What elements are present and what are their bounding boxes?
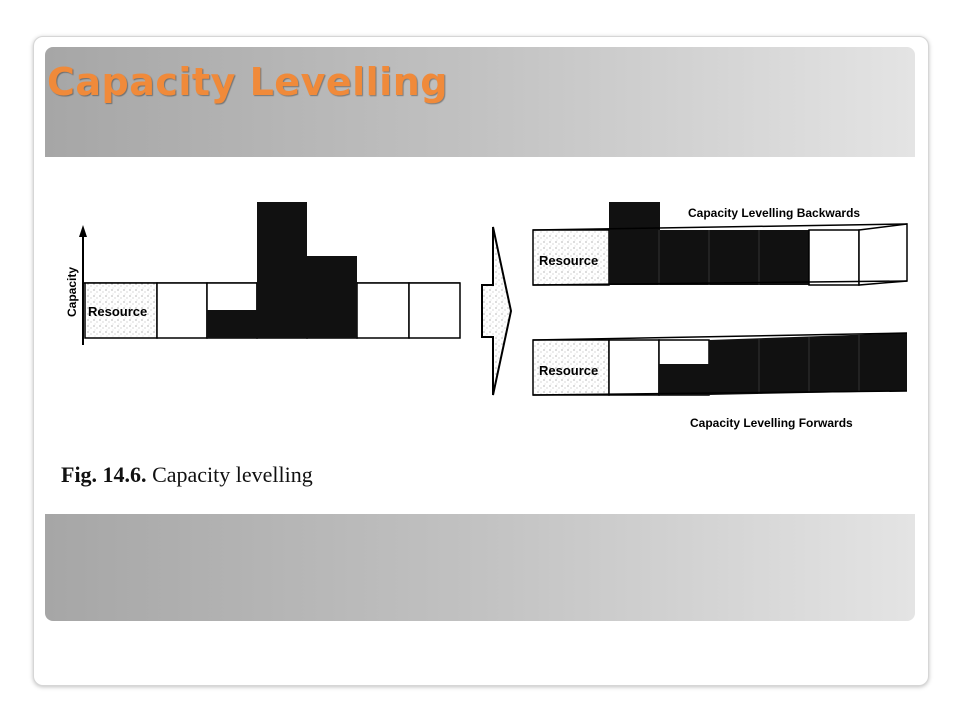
transition-arrow bbox=[481, 226, 513, 396]
period-cell-5 bbox=[356, 282, 410, 339]
period-cell-1 bbox=[156, 282, 208, 339]
period-cell-6 bbox=[408, 282, 461, 339]
capacity-levelling-diagram: Capacity Resource Capacity Levelling Bac… bbox=[65, 202, 908, 430]
backwards-label: Capacity Levelling Backwards bbox=[688, 206, 860, 220]
figure-image: Capacity Resource Capacity Levelling Bac… bbox=[45, 157, 915, 514]
load-bar-2 bbox=[257, 202, 307, 338]
row-top-line bbox=[532, 332, 908, 341]
slide-title: Capacity Levelling bbox=[47, 60, 448, 104]
caption-number: Fig. 14.6. bbox=[61, 462, 147, 487]
load-bar-1 bbox=[207, 310, 257, 338]
caption-text: Capacity levelling bbox=[146, 462, 313, 487]
period-cell bbox=[608, 339, 660, 396]
period-cell bbox=[858, 223, 908, 286]
row-bottom-line bbox=[532, 280, 908, 286]
load-bar-3 bbox=[307, 256, 357, 338]
partial-load-block bbox=[659, 364, 709, 395]
right-arrow-icon bbox=[481, 226, 513, 396]
overflow-peak-block bbox=[609, 202, 660, 232]
period-cell bbox=[808, 229, 860, 286]
left-diagram: Capacity Resource bbox=[65, 202, 461, 345]
resource-label: Resource bbox=[539, 363, 598, 378]
axis-arrow-icon bbox=[79, 225, 87, 237]
row-bottom-line bbox=[532, 390, 908, 396]
row-top-line bbox=[532, 223, 908, 231]
resource-cell bbox=[84, 282, 158, 339]
figure-caption: Fig. 14.6. Capacity levelling bbox=[61, 462, 313, 488]
backwards-diagram: Capacity Levelling Backwards Resource bbox=[532, 202, 908, 286]
forwards-diagram: Resource Capacity Levelling Forwards bbox=[532, 332, 908, 430]
resource-label: Resource bbox=[88, 304, 147, 319]
capacity-axis-label: Capacity bbox=[65, 267, 79, 317]
forwards-label: Capacity Levelling Forwards bbox=[690, 416, 853, 430]
resource-label: Resource bbox=[539, 253, 598, 268]
levelled-load-block bbox=[709, 333, 907, 395]
